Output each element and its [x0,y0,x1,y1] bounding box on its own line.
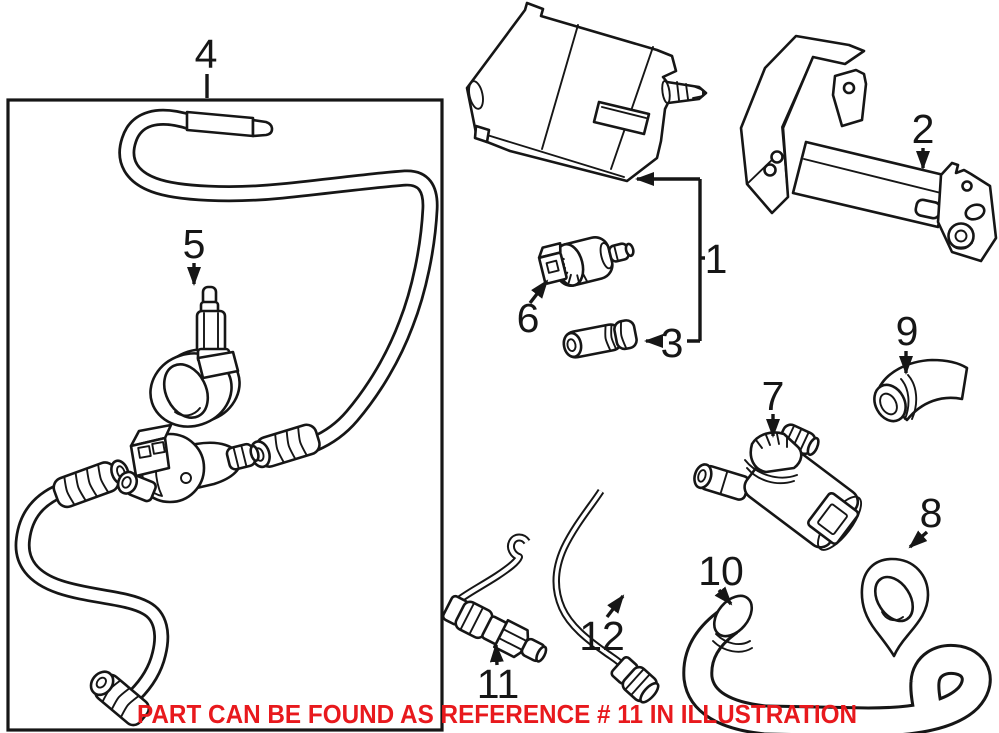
box-outline [6,98,444,732]
canister-drawing [465,1,708,183]
valve-stem [195,285,240,380]
callout-4-label: 4 [195,31,218,77]
oxygen-sensor-drawing [441,533,548,663]
grommet-drawing [860,557,930,658]
callout-8-label: 8 [920,490,943,536]
callout-6-label: 6 [517,295,540,341]
hose-end-fitting [89,670,151,727]
callout-5-label: 5 [183,221,206,267]
callout-11-label: 11 [477,661,520,707]
callout-12-label: 12 [579,613,625,659]
notice-text: PART CAN BE FOUND AS REFERENCE # 11 IN I… [137,699,857,729]
cable-connector [610,656,660,704]
hose-assembly-box [6,98,444,732]
callouts: 4 5 1 3 2 6 7 9 8 10 11 12 [183,31,943,707]
callout-6-arrow [528,279,549,305]
callout-7-label: 7 [762,373,785,419]
callout-8-arrow [908,530,929,549]
fitting-3-drawing [562,319,638,359]
callout-1-label: 1 [705,236,728,282]
vent-hose-drawing [14,108,439,727]
iac-left-nipple [693,463,751,501]
cable-drawing [552,488,660,704]
check-valve-connector [537,241,568,285]
bracket-drawing [739,34,998,263]
elbow-hose-drawing [873,358,969,423]
check-valve-drawing [537,236,635,287]
hose-10-drawing [682,594,992,733]
callout-3-label: 3 [661,320,684,366]
purge-valve-drawing [116,285,260,504]
callout-1-bracket [687,179,705,343]
callout-2-label: 2 [912,106,935,152]
callout-10-arrow [714,586,733,606]
callout-10-label: 10 [698,548,744,594]
bracket-tab [831,68,868,128]
callout-9-label: 9 [896,308,919,354]
sensor-body [441,594,548,663]
bracket-arm [791,140,950,229]
callout-11-arrow [489,643,504,666]
iac-valve-drawing [693,423,862,551]
valve-body [116,423,260,504]
callout-12-arrow [605,594,625,619]
